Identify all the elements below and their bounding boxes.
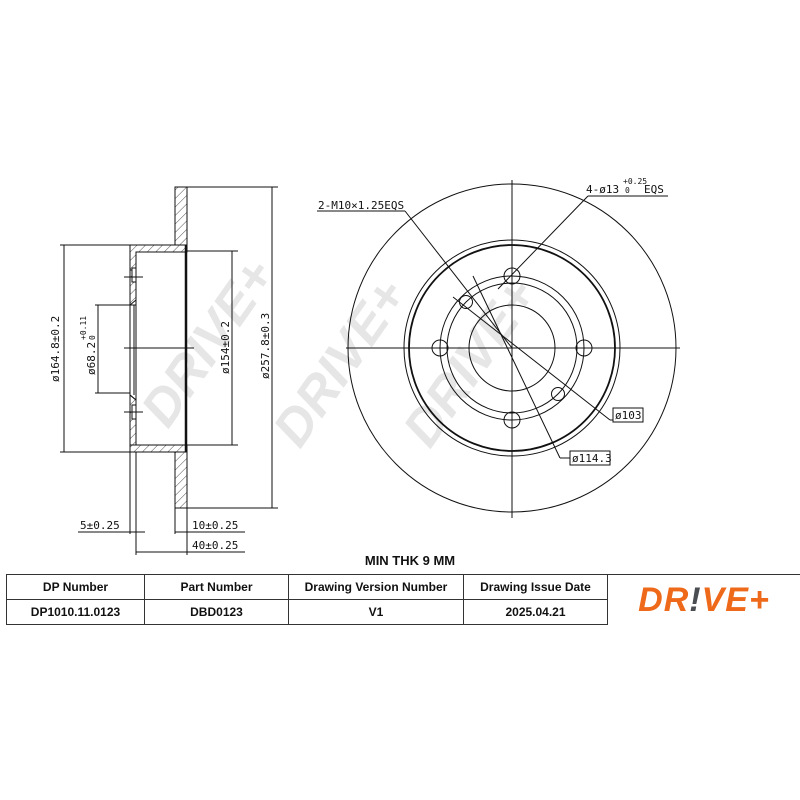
side-view-dimension-labels: ø164.8±0.2 ø68.2 +0.11 0 ø154±0.2 ø257.8… xyxy=(49,313,272,552)
dim-center-bore: ø68.2 xyxy=(85,342,98,375)
dim-center-bore-tol-upper: +0.11 xyxy=(79,316,88,340)
watermark: DRIVE+ DRIVE+ DRIVE+ xyxy=(130,249,548,457)
dim-inner-friction-diameter: ø154±0.2 xyxy=(219,321,232,374)
callout-bolt-holes-tol-lower: 0 xyxy=(625,186,630,195)
callout-bolt-holes-tol-upper: +0.25 xyxy=(623,177,647,186)
dim-total-height: 40±0.25 xyxy=(192,539,238,552)
value-part-number: DBD0123 xyxy=(144,599,289,625)
value-issue-date: 2025.04.21 xyxy=(463,599,608,625)
header-dp-number: DP Number xyxy=(6,574,145,600)
header-drawing-version: Drawing Version Number xyxy=(288,574,464,600)
value-drawing-version: V1 xyxy=(288,599,464,625)
svg-text:DRIVE+: DRIVE+ xyxy=(262,269,418,457)
dim-center-bore-tol-lower: 0 xyxy=(88,335,97,340)
dim-outer-diameter: ø257.8±0.3 xyxy=(259,313,272,379)
dim-hub-diameter: ø164.8±0.2 xyxy=(49,316,62,382)
callout-pcd-large: ø114.3 xyxy=(572,452,612,465)
dim-hat-thickness: 5±0.25 xyxy=(80,519,120,532)
min-thickness-note: MIN THK 9 MM xyxy=(364,553,456,568)
header-part-number: Part Number xyxy=(144,574,289,600)
dim-disc-thickness: 10±0.25 xyxy=(192,519,238,532)
callout-bolt-holes: 4-ø13 xyxy=(586,183,619,196)
header-issue-date: Drawing Issue Date xyxy=(463,574,608,600)
title-block-value-row: DP1010.11.0123 DBD0123 V1 2025.04.21 xyxy=(6,599,800,625)
front-view xyxy=(317,180,680,518)
logo-cell: DR!VE+ xyxy=(607,574,800,625)
drive-plus-logo: DR!VE+ xyxy=(638,580,770,619)
front-view-callouts: 2-M10×1.25EQS 4-ø13 +0.25 0 EQS ø103 ø11… xyxy=(318,177,664,465)
title-block-header-row: DP Number Part Number Drawing Version Nu… xyxy=(6,574,800,625)
value-dp-number: DP1010.11.0123 xyxy=(6,599,145,625)
side-view xyxy=(60,186,278,555)
title-block: DP Number Part Number Drawing Version Nu… xyxy=(6,574,800,625)
callout-bolt-holes-suffix: EQS xyxy=(644,183,664,196)
callout-thread-holes: 2-M10×1.25EQS xyxy=(318,199,404,212)
callout-pcd-small: ø103 xyxy=(615,409,642,422)
